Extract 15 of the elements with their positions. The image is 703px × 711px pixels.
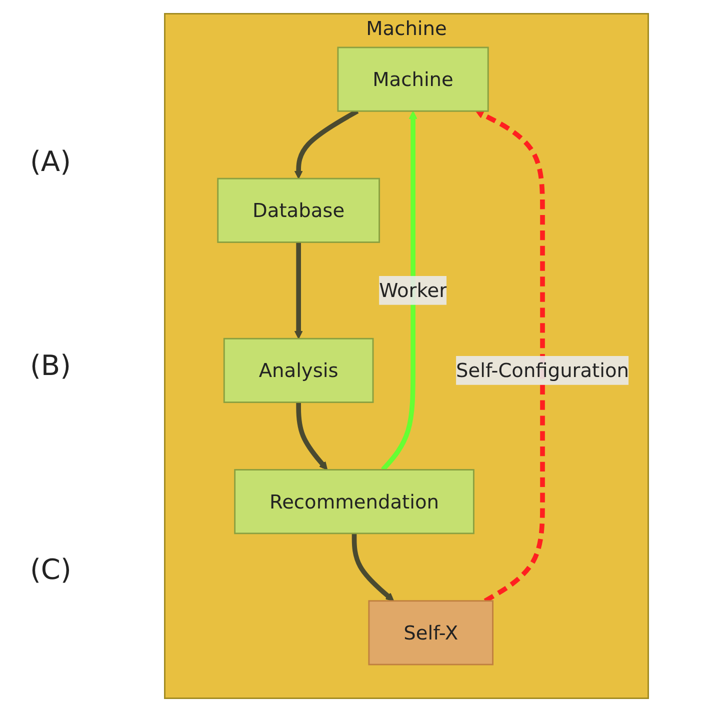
node-box — [368, 600, 494, 665]
node-box — [223, 337, 374, 402]
bracket-label: (C) — [29, 552, 72, 586]
arrow — [294, 242, 303, 339]
bracket-label: (B) — [29, 348, 72, 382]
node-box — [234, 468, 474, 534]
node-box — [217, 177, 380, 242]
dashed-arrow — [475, 110, 545, 602]
edge-label: Worker — [379, 278, 448, 302]
arrow — [296, 402, 328, 470]
node-box — [337, 46, 489, 112]
edge-label: Self-Configuration — [456, 358, 629, 382]
bracket-label: (A) — [29, 145, 72, 178]
arrow — [381, 110, 418, 471]
arrow — [352, 532, 394, 601]
